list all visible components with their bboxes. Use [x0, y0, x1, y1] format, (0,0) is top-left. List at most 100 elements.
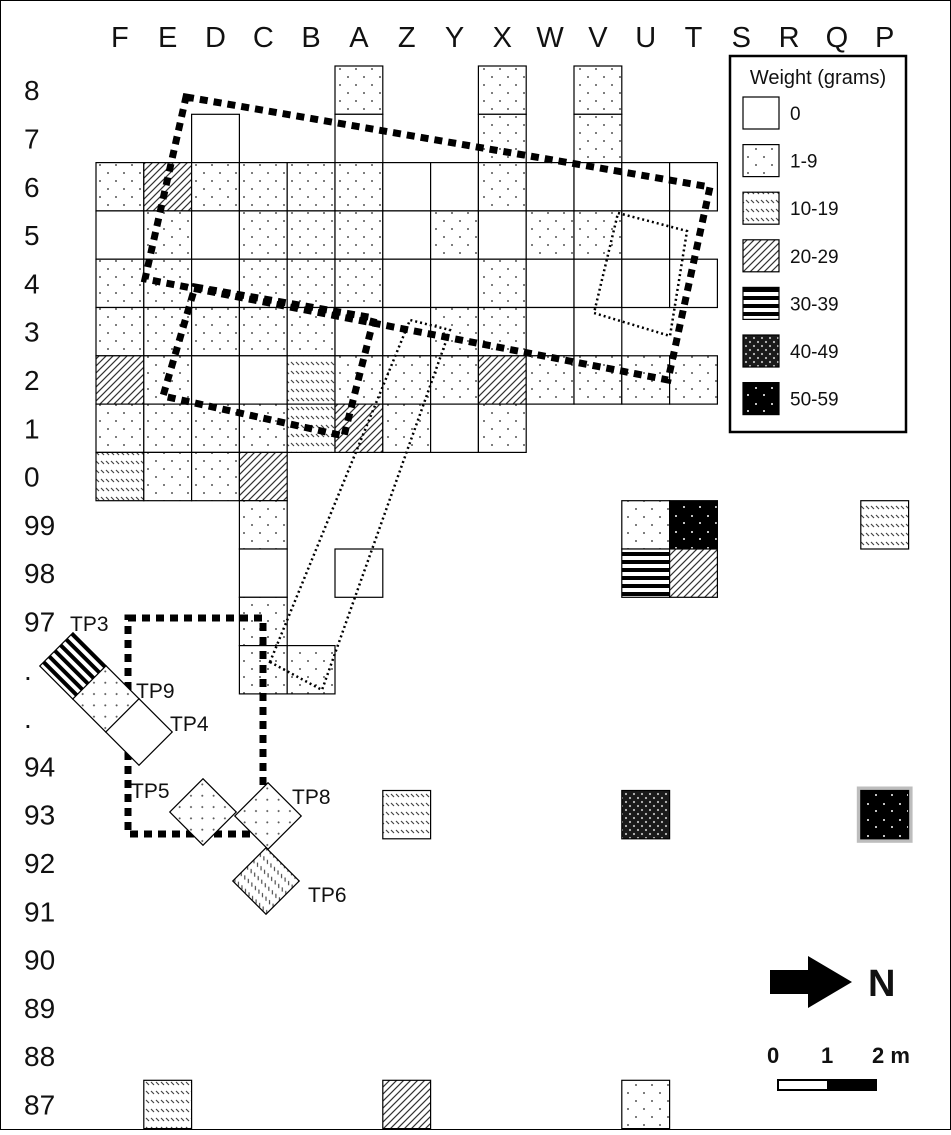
row-label: 8 [24, 75, 40, 106]
unit-y3 [430, 306, 480, 357]
unit-w3 [525, 306, 575, 357]
unit-d5 [191, 210, 241, 260]
column-label-x: X [493, 22, 512, 54]
row-label: 1 [24, 413, 40, 444]
legend-swatch [742, 334, 780, 368]
unit-f3 [95, 306, 145, 357]
column-label-r: R [779, 22, 800, 54]
unit-z3 [382, 306, 432, 357]
unit-e0 [143, 451, 193, 502]
diagonal-dotted-outline [268, 318, 452, 692]
unit-f6 [95, 162, 145, 212]
tp5-label: TP5 [131, 780, 170, 803]
unit-y4 [430, 258, 480, 309]
legend-label: 50-59 [790, 390, 839, 411]
row-label: 94 [24, 751, 55, 782]
tp6-label: TP6 [308, 884, 347, 907]
unit-a1 [334, 403, 384, 454]
unit-y5 [430, 210, 480, 260]
unit-v8 [573, 65, 623, 115]
unit-u99 [621, 500, 671, 550]
column-label-a: A [349, 22, 369, 54]
unit-u98 [621, 548, 671, 598]
unit-w4 [525, 258, 575, 309]
tp8-label: TP8 [292, 786, 331, 809]
legend-swatch [742, 239, 780, 273]
row-label: . [24, 655, 32, 686]
row-label: 5 [24, 220, 40, 251]
unit-b96 [286, 644, 336, 695]
test-pits: TP3 TP9 TP4 TP5 TP8 TP6 [38, 613, 347, 916]
upper-block-outline [140, 92, 715, 385]
legend-label: 10-19 [790, 199, 839, 220]
unit-c1 [238, 403, 288, 454]
unit-x6 [477, 162, 527, 212]
column-label-b: B [301, 22, 320, 54]
row-label: 92 [24, 848, 55, 879]
row-label: 7 [24, 123, 40, 154]
unit-x5 [477, 210, 527, 260]
unit-z6 [382, 162, 432, 212]
unit-a6 [334, 162, 384, 212]
unit-f1 [95, 403, 145, 454]
unit-d7 [191, 113, 241, 164]
unit-c3 [238, 306, 288, 357]
unit-x4 [477, 258, 527, 309]
unit-z93 [382, 789, 432, 840]
row-label: 97 [24, 606, 55, 637]
unit-x2 [477, 355, 527, 405]
row-label: 88 [24, 1041, 55, 1072]
unit-y1 [430, 403, 480, 454]
unit-t98 [668, 548, 718, 598]
legend-swatch [742, 144, 780, 178]
unit-c98 [238, 548, 288, 598]
scale-segment-black [827, 1079, 877, 1091]
unit-b3 [286, 306, 336, 357]
test-pit-tp5: TP5 [131, 777, 238, 847]
unit-b4 [286, 258, 336, 309]
unit-a3 [334, 306, 384, 357]
unit-d2 [191, 355, 241, 405]
scale-segment-white [777, 1079, 829, 1091]
unit-c99 [238, 500, 288, 550]
unit-a8 [334, 65, 384, 115]
row-label: 3 [24, 317, 40, 348]
unit-v7 [573, 113, 623, 164]
legend-swatch [742, 286, 780, 320]
unit-t99 [668, 500, 718, 550]
row-label: 89 [24, 993, 55, 1024]
test-pit-tp8: TP8 [233, 781, 331, 851]
unit-f0 [95, 451, 145, 502]
unit-t6 [668, 162, 718, 212]
unit-z4 [382, 258, 432, 309]
scale-bar: 0 1 2 m [767, 1043, 910, 1091]
legend: Weight (grams) 01-910-1920-2930-3940-495… [728, 54, 908, 434]
unit-x1 [477, 403, 527, 454]
north-arrow: N [770, 956, 895, 1008]
unit-c0 [238, 451, 288, 502]
unit-t4 [668, 258, 718, 309]
unit-y6 [430, 162, 480, 212]
column-label-u: U [635, 22, 656, 54]
north-label: N [868, 963, 895, 1005]
unit-w6 [525, 162, 575, 212]
column-label-t: T [685, 22, 703, 54]
scale-label-0: 0 [767, 1043, 779, 1068]
unit-f4 [95, 258, 145, 309]
unit-p93 [860, 789, 910, 840]
unit-p99 [860, 500, 910, 550]
legend-swatch [742, 96, 780, 130]
legend-swatch [742, 191, 780, 225]
column-label-f: F [111, 22, 129, 54]
row-label: 99 [24, 510, 55, 541]
row-label: 4 [24, 268, 40, 299]
legend-swatch [742, 382, 780, 416]
unit-u87 [621, 1079, 671, 1130]
unit-d0 [191, 451, 241, 502]
legend-title: Weight (grams) [750, 67, 886, 89]
legend-label: 40-49 [790, 342, 839, 363]
row-label: 0 [24, 462, 40, 493]
unit-a4 [334, 258, 384, 309]
